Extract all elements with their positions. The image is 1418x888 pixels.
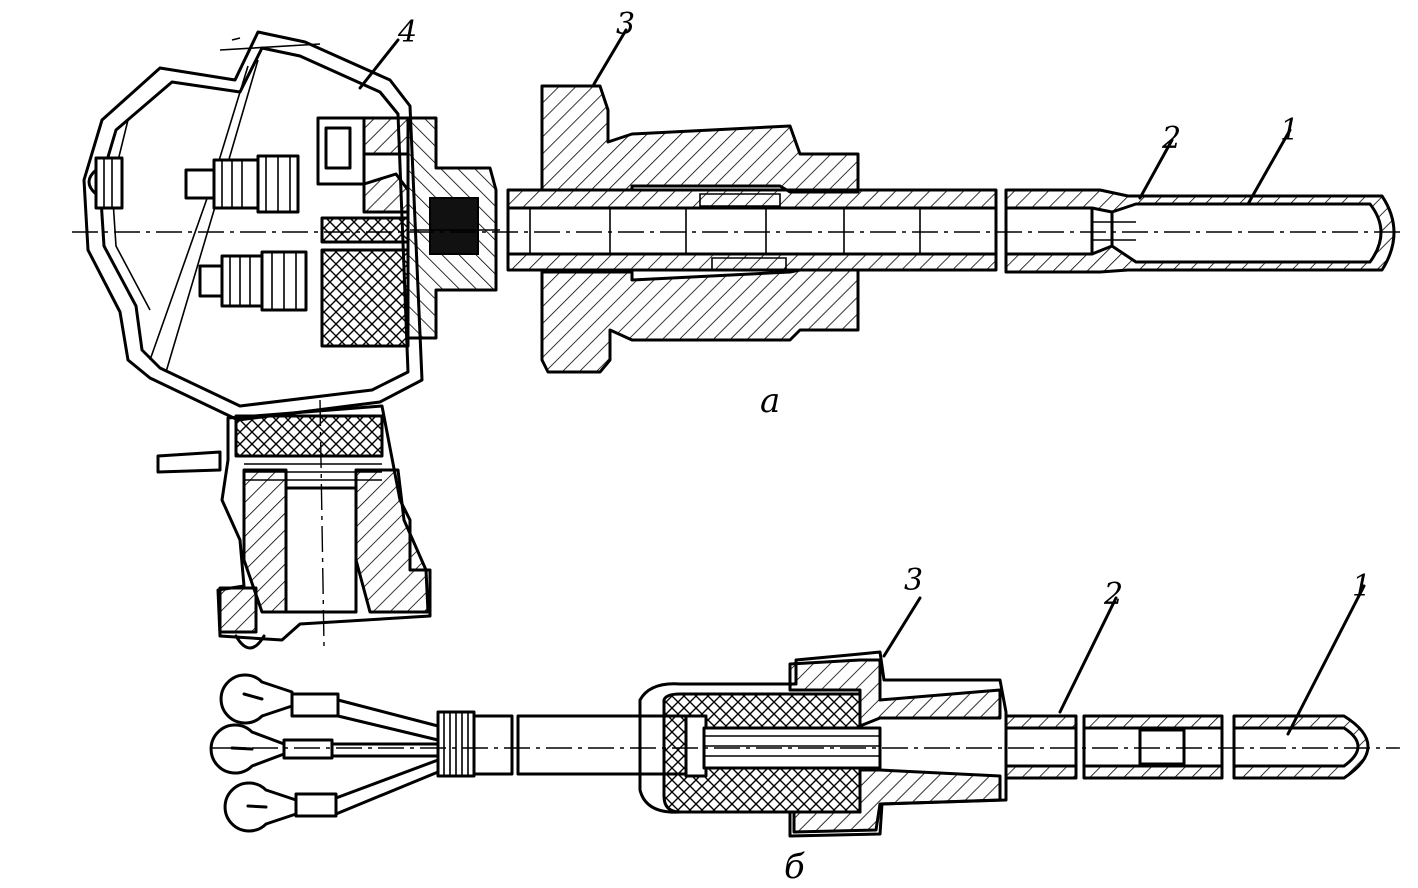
fitting-b — [638, 650, 1008, 838]
cable-sleeve — [436, 710, 690, 778]
lug-terminals — [209, 673, 340, 833]
view-a: 1 2 3 4 а — [72, 7, 1400, 650]
terminal-screws — [184, 154, 308, 312]
label-b-2: 2 — [1103, 577, 1123, 612]
leader-lines-a — [358, 28, 1292, 206]
protective-tube-b — [1004, 714, 1370, 780]
label-b-1: 1 — [1352, 569, 1371, 604]
label-a-1: 1 — [1280, 113, 1299, 148]
label-a-2: 2 — [1161, 121, 1181, 156]
view-b: 1 2 3 б — [209, 563, 1400, 887]
caption-b: б — [784, 847, 805, 887]
lead-wires — [330, 698, 440, 816]
terminal-block — [316, 116, 410, 348]
head-body — [406, 116, 500, 340]
cable-gland — [156, 399, 432, 650]
cover-screw — [87, 156, 124, 210]
label-a-4: 4 — [397, 15, 417, 50]
caption-a: а — [760, 381, 780, 421]
label-a-3: 3 — [616, 7, 635, 42]
leader-lines-b — [882, 584, 1366, 736]
label-b-3: 3 — [904, 563, 923, 598]
thermo-element — [1092, 221, 1136, 241]
protective-tube — [506, 188, 1396, 274]
